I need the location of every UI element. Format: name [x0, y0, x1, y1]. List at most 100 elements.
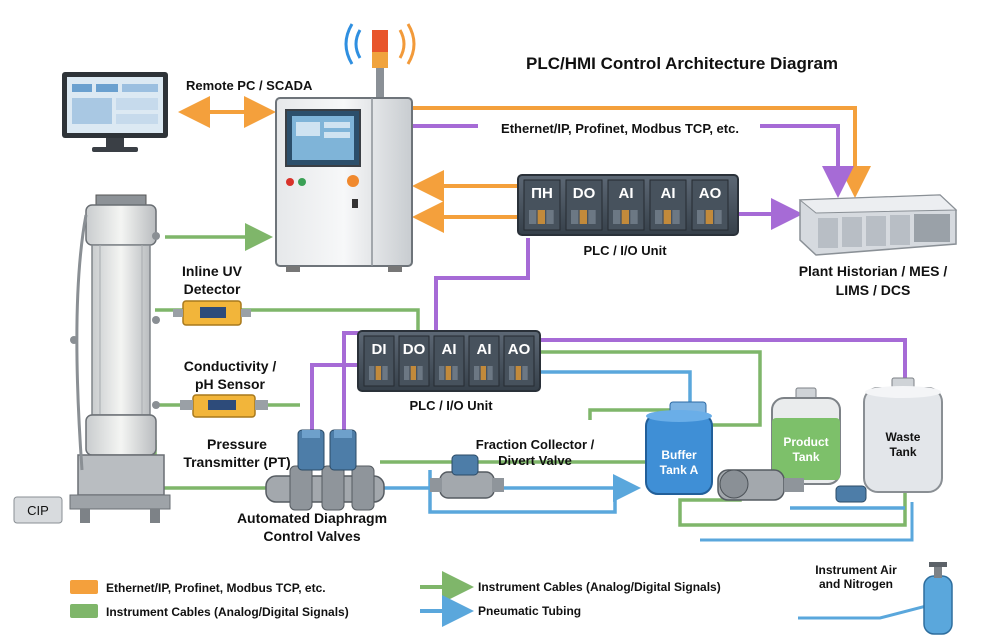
waste-tank-label-line2: Tank: [889, 445, 917, 459]
diaphragm-valve-manifold: [265, 429, 385, 511]
io-module-label: AI: [442, 341, 457, 358]
instrument-air-label-line2: and Nitrogen: [819, 577, 893, 591]
io-terminal-slot: [663, 210, 671, 224]
legend-instrument-label-right: Instrument Cables (Analog/Digital Signal…: [478, 580, 721, 594]
divert-valve: [430, 454, 504, 499]
pump: [717, 469, 804, 501]
io-terminal-slot: [697, 210, 705, 224]
legend-swatch-ethernet: [70, 580, 98, 594]
hmi-cabinet: [275, 97, 413, 272]
uv-detector-label-line2: Detector: [183, 281, 241, 297]
io-terminal-slot: [369, 366, 375, 380]
conductivity-label-line2: pH Sensor: [194, 376, 265, 392]
buffer-tank-a: [645, 401, 713, 495]
signal-tower: [344, 23, 416, 100]
remote-pc-label: Remote PC / SCADA: [186, 78, 313, 93]
gas-cylinder: [923, 562, 953, 635]
io-terminal-slot: [480, 366, 486, 380]
legend-ethernet-label: Ethernet/IP, Profinet, Modbus TCP, etc.: [106, 581, 326, 595]
plc-io-unit-mid: DI DO AI AI AO: [357, 330, 541, 392]
io-terminal-slot: [404, 366, 410, 380]
io-terminal-slot: [672, 210, 680, 224]
legend-swatch-instrument: [70, 604, 98, 618]
io-module-label: AO: [699, 185, 722, 202]
waste-tank-label-line1: Waste: [885, 430, 921, 444]
instrument-air-label-line1: Instrument Air: [815, 563, 897, 577]
io-terminal-slot: [571, 210, 579, 224]
io-terminal-slot: [410, 366, 416, 380]
uv-detector-label-line1: Inline UV: [182, 263, 242, 279]
io-terminal-slot: [382, 366, 388, 380]
io-module-label: DO: [403, 341, 426, 358]
waste-tank: [863, 377, 943, 493]
cip-label: CIP: [27, 503, 49, 518]
pressure-label-line1: Pressure: [207, 436, 267, 452]
diagram-title: PLC/HMI Control Architecture Diagram: [526, 54, 839, 73]
conductivity-label-line1: Conductivity /: [183, 358, 277, 374]
purple-network-lines: [310, 124, 854, 440]
legend-pneumatic-label: Pneumatic Tubing: [478, 604, 582, 618]
io-modules-mid: DI DO AI AI AO: [363, 335, 535, 387]
io-module-label: AI: [619, 185, 634, 202]
io-terminal-slot: [613, 210, 621, 224]
io-module-label: DI: [372, 341, 387, 358]
io-terminal-slot: [588, 210, 596, 224]
orange-estop: [347, 175, 359, 187]
historian-label-line2: LIMS / DCS: [835, 282, 911, 298]
io-terminal-slot: [705, 210, 713, 224]
io-terminal-slot: [655, 210, 663, 224]
pressure-label-line2: Transmitter (PT): [183, 454, 291, 470]
io-module-label: AI: [477, 341, 492, 358]
buffer-tank-label-line2: Tank A: [659, 463, 699, 477]
small-valve: [835, 485, 867, 503]
cip-block: [13, 496, 63, 524]
io-terminal-slot: [621, 210, 629, 224]
io-terminal-slot: [529, 210, 537, 224]
io-module-label: AI: [661, 185, 676, 202]
plc-mid-label: PLC / I/O Unit: [409, 398, 493, 413]
conductivity-sensor: [180, 394, 268, 418]
valves-label-line2: Control Valves: [263, 528, 361, 544]
fraction-label-line1: Fraction Collector /: [475, 437, 595, 452]
io-terminal-slot: [579, 210, 587, 224]
io-terminal-slot: [630, 210, 638, 224]
product-tank: [771, 387, 841, 485]
io-terminal-slot: [522, 366, 528, 380]
product-tank-label-line2: Tank: [792, 450, 820, 464]
io-terminal-slot: [452, 366, 458, 380]
io-terminal-slot: [509, 366, 515, 380]
legend: [70, 571, 474, 627]
remote-pc-monitor: [62, 72, 168, 152]
io-modules-top: ΠΗ DO AI AI AO: [523, 179, 729, 231]
valves-label-line1: Automated Diaphragm: [236, 510, 388, 526]
green-indicator: [298, 178, 306, 186]
io-terminal-slot: [546, 210, 554, 224]
plc-top-to-mid-purple: [434, 238, 530, 334]
buffer-tank-label-line1: Buffer: [661, 448, 697, 462]
io-terminal-slot: [439, 366, 445, 380]
chromatography-column: [69, 194, 171, 523]
hmi-to-historian-orange: [412, 106, 871, 198]
plc-top-label: PLC / I/O Unit: [583, 243, 667, 258]
io-module-label: AO: [508, 341, 531, 358]
io-module-label: DO: [573, 185, 596, 202]
uv-detector: [173, 300, 251, 326]
legend-instrument-label-left: Instrument Cables (Analog/Digital Signal…: [106, 605, 349, 619]
historian-label-line1: Plant Historian / MES /: [798, 263, 948, 279]
product-tank-label-line1: Product: [783, 435, 829, 449]
network-protocols-label: Ethernet/IP, Profinet, Modbus TCP, etc.: [501, 121, 739, 136]
red-indicator: [286, 178, 294, 186]
io-terminal-slot: [417, 366, 423, 380]
historian-server: [798, 194, 958, 256]
io-terminal-slot: [474, 366, 480, 380]
ethernet-lines: [178, 96, 871, 233]
io-terminal-slot: [375, 366, 381, 380]
plc-io-unit-top: ΠΗ DO AI AI AO: [517, 174, 739, 236]
io-terminal-slot: [515, 366, 521, 380]
fraction-label-line2: Divert Valve: [498, 453, 572, 468]
io-module-label: ΠΗ: [531, 185, 553, 202]
io-terminal-slot: [714, 210, 722, 224]
io-terminal-slot: [445, 366, 451, 380]
io-terminal-slot: [537, 210, 545, 224]
